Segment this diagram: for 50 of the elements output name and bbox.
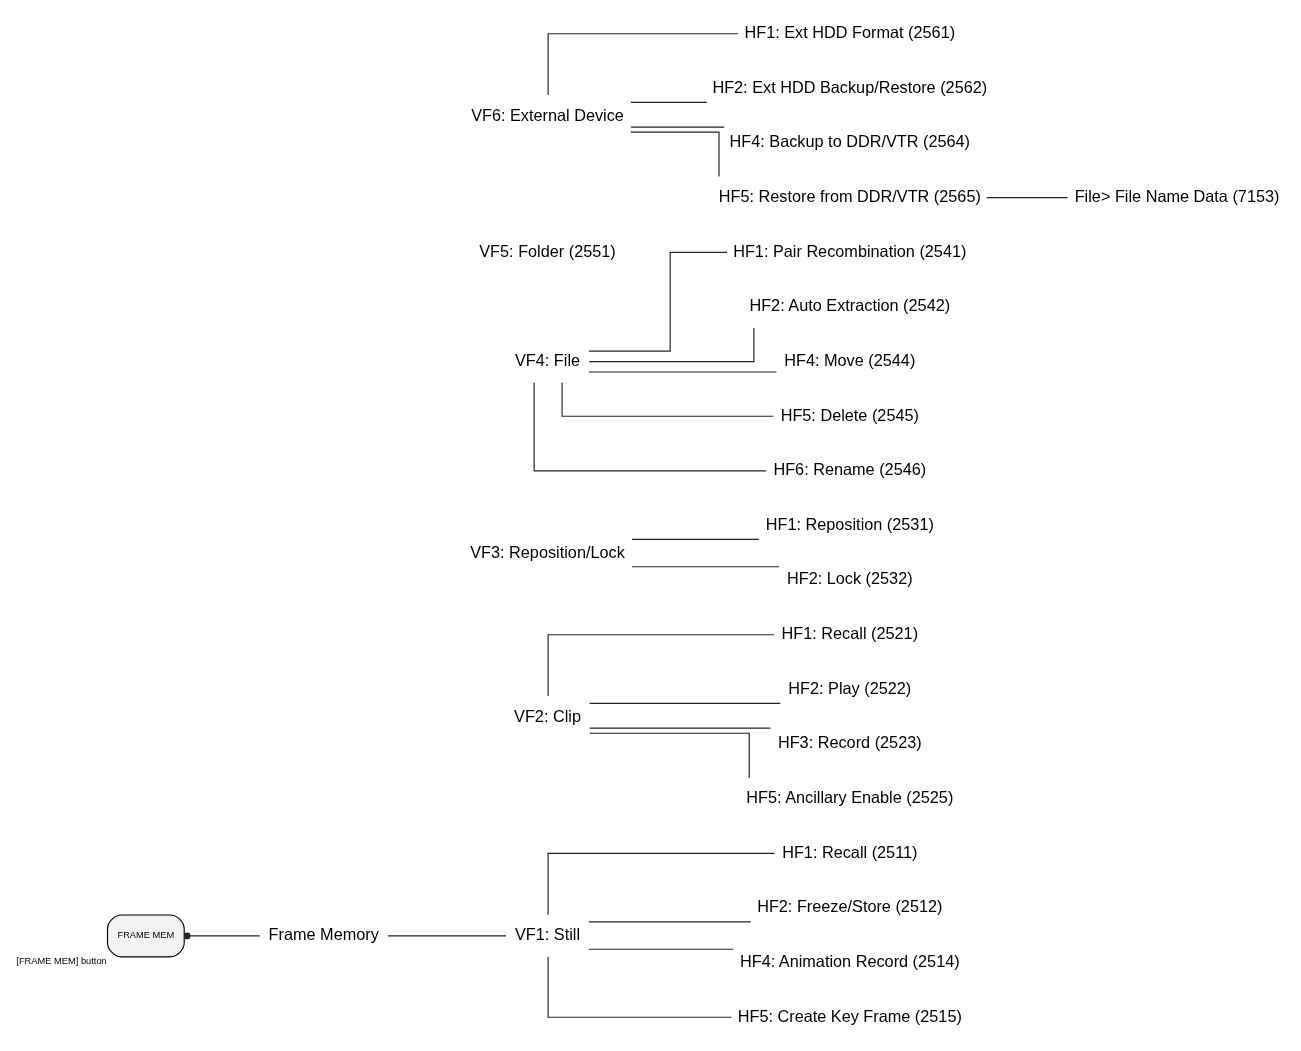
node-text: HF5: Delete (2545) [780,405,919,424]
node-text: HF4: Backup to DDR/VTR (2564) [729,132,970,151]
connector [587,921,751,923]
connector [588,727,771,729]
node-box: FRAME MEM [106,914,185,958]
connector [547,956,732,1018]
node-text: HF4: Animation Record (2514) [739,951,960,970]
connector [631,538,759,541]
node-text: VF2: Clip [513,706,581,725]
node-text: HF6: Rename (2546) [772,460,926,479]
node-text: HF3: Record (2523) [777,733,922,752]
node-text: HF2: Play (2522) [787,678,911,697]
node-text: HF1: Recall (2511) [781,842,917,861]
node-text: HF2: Freeze/Store (2512) [756,897,942,916]
node-text: HF5: Create Key Frame (2515) [737,1006,962,1025]
node-text: VF5: Folder (2551) [478,241,616,260]
connector [588,327,754,363]
connector [587,251,728,352]
node-text: VF4: File [514,350,580,369]
node-text: HF1: Recall (2521) [781,624,918,643]
node-label: [FRAME MEM] button [15,956,107,967]
connector [631,566,780,568]
node-text: VF1: Still [514,925,580,944]
connector [560,381,774,417]
connector [985,197,1068,199]
node-text: HF4: Move (2544) [783,350,915,369]
connector [547,33,738,96]
connector [386,935,507,937]
node-text: HF1: Pair Recombination (2541) [732,241,966,260]
connector [547,634,775,697]
node-text: HF1: Ext HDD Format (2561) [744,23,955,42]
connector [629,126,725,128]
connector [547,852,775,916]
connector [533,382,767,472]
connector [629,131,720,178]
node-text: HF1: Reposition (2531) [765,514,934,533]
node-text: HF2: Ext HDD Backup/Restore (2562) [711,77,987,96]
node-text: HF5: Restore from DDR/VTR (2565) [718,186,981,205]
node-text: Frame Memory [268,925,379,944]
connector [587,948,734,950]
connector [588,702,781,704]
node-text: File> File Name Data (7153) [1074,186,1279,205]
node-text: VF3: Reposition/Lock [469,542,625,561]
connector [588,732,750,779]
node-text: VF6: External Device [470,105,624,124]
node-text: HF2: Auto Extraction (2542) [748,296,950,315]
node-text: HF5: Ancillary Enable (2525) [745,788,953,807]
connector [183,932,260,940]
node-text: HF2: Lock (2532) [786,569,913,588]
connector [629,101,707,103]
